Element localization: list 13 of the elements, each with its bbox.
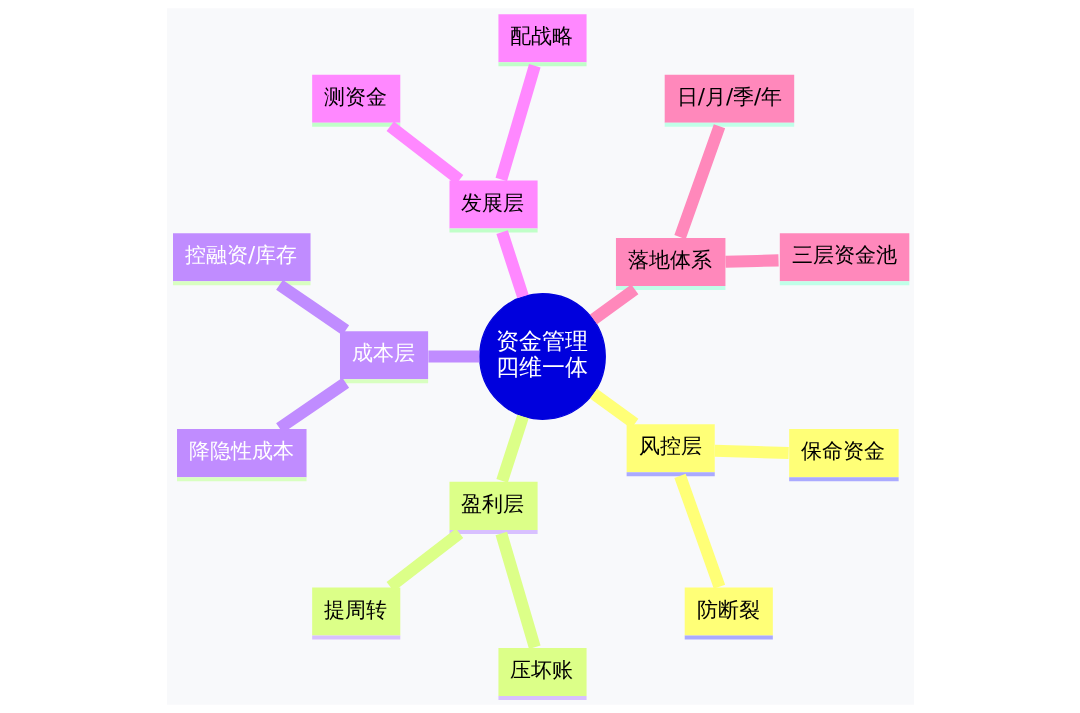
- connector: [589, 284, 638, 325]
- connector: [589, 388, 638, 429]
- connector: [495, 414, 529, 483]
- connector: [427, 350, 479, 363]
- connector: [495, 531, 541, 649]
- connector: [673, 473, 725, 589]
- connector: [724, 254, 779, 268]
- connector: [714, 444, 789, 459]
- node-circle: 资金管理四维一体: [478, 293, 606, 420]
- connector: [275, 279, 349, 336]
- connector: [495, 64, 541, 182]
- connector: [495, 230, 529, 299]
- connector: [673, 124, 725, 240]
